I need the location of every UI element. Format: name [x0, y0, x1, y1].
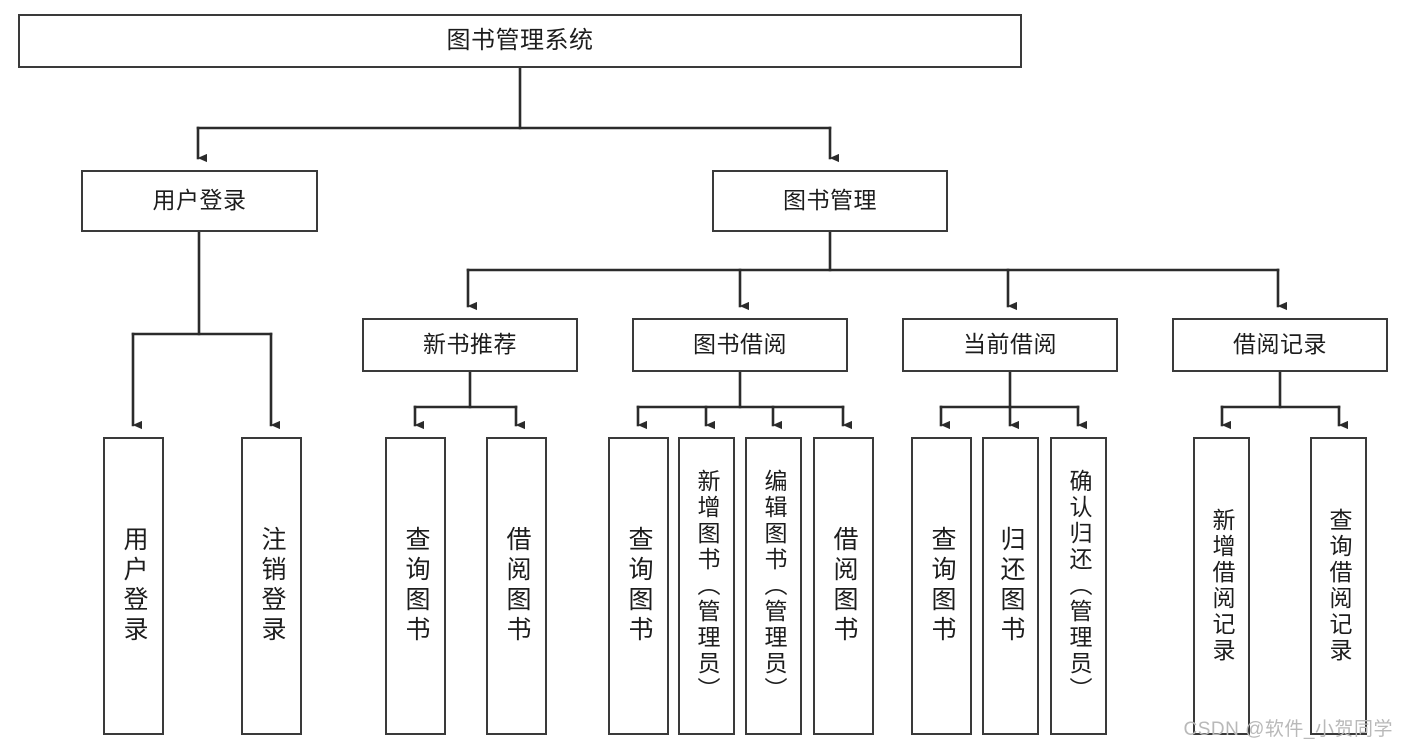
node-book-management-system[interactable]: 图书管理系统: [18, 14, 1022, 68]
node-label: 查询图书: [625, 526, 653, 646]
node-label: 用户登录: [152, 187, 247, 214]
node-leaf-query-book-3[interactable]: 查询图书: [911, 437, 972, 735]
node-leaf-query-record[interactable]: 查询借阅记录: [1310, 437, 1367, 735]
node-leaf-add-record[interactable]: 新增借阅记录: [1193, 437, 1250, 735]
node-label: 查询借阅记录: [1326, 508, 1352, 664]
node-label: 归还图书: [997, 526, 1025, 646]
node-leaf-query-book-1[interactable]: 查询图书: [385, 437, 446, 735]
node-label: 借阅图书: [830, 526, 858, 646]
node-current-borrow[interactable]: 当前借阅: [902, 318, 1118, 372]
node-leaf-confirm-return[interactable]: 确认归还（管理员）: [1050, 437, 1107, 735]
node-label: 编辑图书（管理员）: [761, 469, 787, 703]
node-borrow-record[interactable]: 借阅记录: [1172, 318, 1388, 372]
node-label: 新增借阅记录: [1209, 508, 1235, 664]
csdn-watermark: CSDN @软件_小贺同学: [1183, 719, 1393, 740]
node-label: 新书推荐: [423, 331, 517, 358]
node-user-login[interactable]: 用户登录: [81, 170, 318, 232]
node-book-manage[interactable]: 图书管理: [712, 170, 948, 232]
node-label: 查询图书: [402, 526, 430, 646]
node-leaf-borrow-book-1[interactable]: 借阅图书: [486, 437, 547, 735]
node-label: 新增图书（管理员）: [694, 469, 720, 703]
node-leaf-user-login[interactable]: 用户登录: [103, 437, 164, 735]
node-book-borrow[interactable]: 图书借阅: [632, 318, 848, 372]
node-leaf-borrow-book-2[interactable]: 借阅图书: [813, 437, 874, 735]
node-leaf-logout-login[interactable]: 注销登录: [241, 437, 302, 735]
node-label: 注销登录: [258, 526, 286, 646]
node-label: 当前借阅: [963, 331, 1057, 358]
node-label: 确认归还（管理员）: [1066, 469, 1092, 703]
node-label: 图书管理系统: [446, 26, 594, 54]
node-leaf-return-book[interactable]: 归还图书: [982, 437, 1039, 735]
node-label: 借阅图书: [503, 526, 531, 646]
node-leaf-add-book[interactable]: 新增图书（管理员）: [678, 437, 735, 735]
node-new-book-recommend[interactable]: 新书推荐: [362, 318, 578, 372]
node-leaf-query-book-2[interactable]: 查询图书: [608, 437, 669, 735]
node-label: 图书借阅: [693, 331, 787, 358]
node-label: 图书管理: [783, 187, 877, 214]
node-label: 用户登录: [120, 526, 148, 646]
node-label: 查询图书: [928, 526, 956, 646]
node-leaf-edit-book[interactable]: 编辑图书（管理员）: [745, 437, 802, 735]
node-label: 借阅记录: [1233, 331, 1327, 358]
